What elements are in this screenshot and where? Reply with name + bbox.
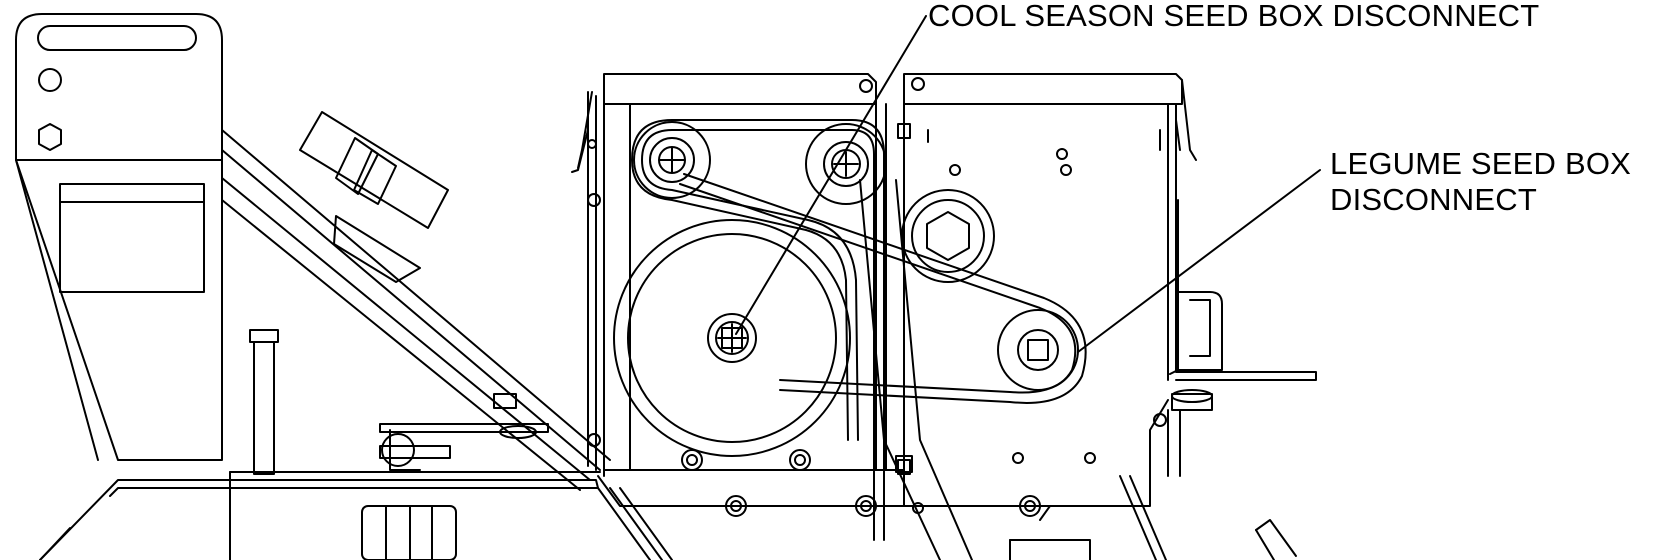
drive-chain-upper xyxy=(632,120,884,540)
base-housing xyxy=(40,472,672,560)
large-drive-sprocket xyxy=(614,220,850,456)
lower-right-linkage xyxy=(1010,476,1296,560)
callout-legume-line1: LEGUME SEED BOX xyxy=(1330,146,1632,181)
callout-cool-season-disconnect: COOL SEASON SEED BOX DISCONNECT xyxy=(928,0,1540,33)
drive-chain-lower xyxy=(680,174,1086,560)
disconnect-sprocket-cool-season xyxy=(806,124,886,204)
frame-hole xyxy=(39,69,61,91)
hex-bolt-head xyxy=(39,124,61,150)
right-seed-box xyxy=(904,74,1316,520)
leader-line-legume xyxy=(1078,170,1320,352)
frame-slot xyxy=(38,26,196,50)
hydraulic-cylinder xyxy=(300,112,448,282)
leader-line-left-edge xyxy=(40,528,70,560)
decal-panel xyxy=(60,184,204,292)
post-bracket xyxy=(250,330,548,474)
hex-sprocket-right-box xyxy=(902,190,994,282)
leader-lines xyxy=(40,16,1320,560)
idler-sprocket-left xyxy=(634,122,710,198)
diagonal-arm xyxy=(222,112,610,490)
sprocket-hub xyxy=(708,314,756,362)
left-frame-plate xyxy=(16,14,222,460)
callout-legume-line2: DISCONNECT xyxy=(1330,182,1537,217)
disconnect-sprocket-legume xyxy=(998,310,1078,390)
callout-legume-disconnect: LEGUME SEED BOX DISCONNECT xyxy=(1330,146,1631,218)
leader-line-cool-season xyxy=(736,16,926,334)
bottom-fasteners xyxy=(682,450,1040,516)
